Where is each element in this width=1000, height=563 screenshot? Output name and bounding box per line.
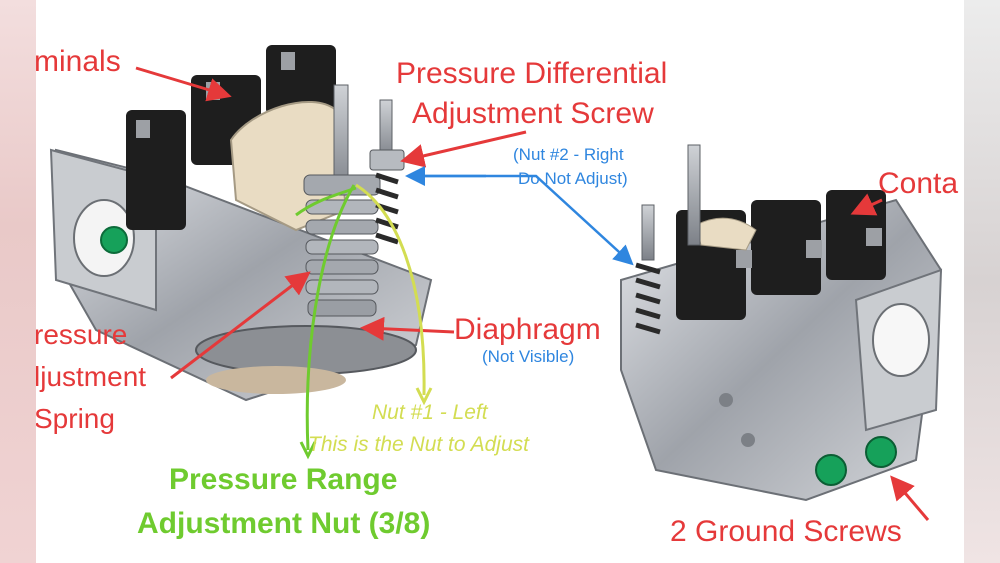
pressure-differential-label-line1: Pressure Differential	[396, 57, 668, 90]
range-nut-label-line1: Pressure Range	[169, 463, 398, 496]
pressure-adjustment-spring	[303, 174, 381, 317]
differential-arrow	[400, 130, 527, 168]
pressure-spring-label-line1: ressure	[36, 319, 128, 350]
nut1-arrowhead	[415, 387, 433, 406]
right-rivet	[719, 393, 733, 407]
nut2-note-line1: (Nut #2 - Right	[513, 145, 624, 164]
nut2-arrow	[408, 174, 634, 266]
right-center-rod	[687, 144, 701, 246]
differential-screw	[369, 99, 405, 245]
terminals-label: minals	[36, 45, 121, 78]
contacts-label: Conta	[878, 167, 959, 200]
ground-screws-label: 2 Ground Screws	[670, 515, 902, 548]
spring-arrow	[170, 271, 311, 380]
left-green-screw	[100, 226, 128, 254]
diaphragm-arrow	[360, 316, 455, 341]
right-rivet-2	[741, 433, 755, 447]
pressure-spring-label-line2: ljustment	[36, 361, 147, 392]
right-contact-lever	[695, 217, 757, 251]
diaphragm-base	[206, 366, 346, 394]
diaphragm-note: (Not Visible)	[482, 347, 575, 366]
terminals-arrow	[135, 66, 232, 102]
nut1-line	[355, 183, 426, 396]
right-mount-hole	[872, 303, 930, 377]
contacts-arrow	[850, 193, 883, 216]
range-nut-line-2	[295, 186, 357, 217]
pressure-spring-label-line3: Spring	[36, 403, 115, 434]
nut2-note-line2: Do Not Adjust)	[518, 169, 628, 188]
left-blur-border	[0, 0, 40, 563]
range-nut-arrowhead	[299, 441, 317, 460]
range-nut-line	[305, 184, 356, 451]
callout-lines	[135, 66, 930, 521]
nut1-note-line1: Nut #1 - Left	[372, 401, 488, 424]
pressure-switch-illustration	[49, 45, 943, 521]
ground-screws	[815, 436, 897, 486]
range-nut-label-line2: Adjustment Nut (3/8)	[137, 507, 431, 540]
right-blur-border	[960, 0, 1000, 563]
diagram-canvas: minals Pressure Differential Adjustment …	[36, 0, 964, 563]
nut1-note-line2: This is the Nut to Adjust	[308, 433, 529, 456]
right-differential-screw	[635, 204, 661, 335]
diaphragm-label: Diaphragm	[454, 313, 601, 346]
ground-screws-arrow	[890, 475, 930, 521]
pressure-differential-label-line2: Adjustment Screw	[412, 97, 654, 130]
